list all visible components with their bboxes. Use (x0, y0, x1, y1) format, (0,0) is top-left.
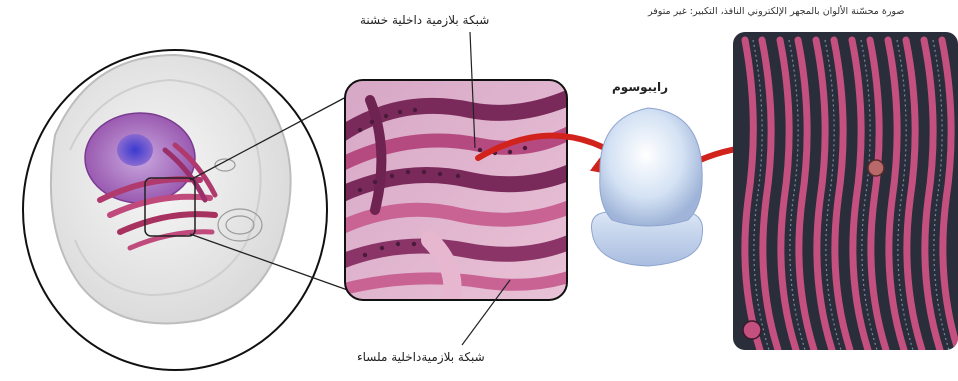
micrograph-caption: صورة محسّنة الألوان بالمجهر الإلكتروني ا… (648, 6, 904, 17)
ribosome-dot (868, 160, 884, 176)
nucleolus (117, 134, 153, 166)
ribosome-label: رايبوسوم (612, 80, 668, 94)
micrograph-vesicle (743, 321, 761, 339)
smooth-er-label: شبكة بلازميةداخلية ملساء (357, 350, 485, 364)
tem-micrograph-icon (733, 32, 958, 350)
magnified-er-icon (340, 80, 575, 305)
cell-illustration (23, 50, 327, 370)
rough-er-label: شبكة بلازمية داخلية خشنة (360, 13, 489, 27)
ribosome-icon (591, 108, 702, 266)
